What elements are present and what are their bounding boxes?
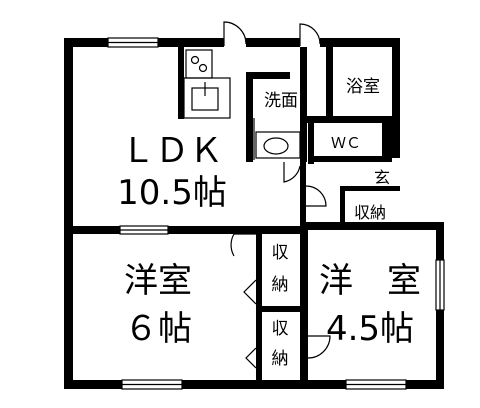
stove-burner-icon xyxy=(190,55,200,65)
washbasin-counter xyxy=(255,131,301,159)
ldk-room-name: ＬＤＫ xyxy=(121,131,223,171)
wall-entrance-left xyxy=(300,162,306,222)
door-ldk-top xyxy=(223,21,247,46)
entrance-label: 玄 xyxy=(374,168,390,187)
stove-burner-icon xyxy=(198,63,208,73)
wall-closet-top xyxy=(340,186,400,191)
western-right-size: 4.5帖 xyxy=(326,309,414,349)
bathroom-label: 浴室 xyxy=(346,77,380,97)
toilet-label: ＷＣ xyxy=(331,134,361,152)
wall-kitchen-side xyxy=(178,47,184,119)
wall-wash-right xyxy=(300,47,307,162)
wall-left xyxy=(64,38,73,388)
kitchen-counter xyxy=(183,77,231,119)
windows xyxy=(107,37,445,390)
wall-bath-left xyxy=(326,47,333,117)
stove xyxy=(185,49,213,79)
wall-bath-bottom xyxy=(300,116,400,123)
door-storage-upper xyxy=(243,279,257,305)
storage-lower-label-1: 収 xyxy=(272,319,289,339)
door-ldk-side xyxy=(283,162,301,183)
western-left-name: 洋室 xyxy=(124,261,192,301)
wall-wet-top xyxy=(246,72,290,79)
wall-wc-left xyxy=(308,116,314,164)
doors xyxy=(223,21,331,369)
wall-storage-b xyxy=(256,306,300,312)
wall-closet-left xyxy=(340,186,345,226)
fixtures xyxy=(183,49,301,160)
wall-bottom xyxy=(64,380,444,389)
door-storage-lower xyxy=(245,347,257,369)
wall-center xyxy=(300,222,308,388)
wall-wet-left xyxy=(246,72,253,162)
storage-lower-label-2: 納 xyxy=(272,349,289,369)
washroom-label: 洗面 xyxy=(264,91,298,111)
storage-upper-label-2: 納 xyxy=(272,275,289,295)
wall-wc-bottom xyxy=(308,156,392,162)
door-left-room xyxy=(230,233,256,257)
western-right-name: 洋 室 xyxy=(319,261,421,301)
labels: ＬＤＫ 10.5帖 洋室 ６帖 洋 室 4.5帖 洗面 浴室 ＷＣ 玄 収納 収… xyxy=(117,77,421,369)
storage-upper-label-1: 収 xyxy=(272,243,289,263)
western-left-size: ６帖 xyxy=(124,309,192,349)
door-wash-top xyxy=(299,23,321,46)
wall-right-upper xyxy=(392,38,400,158)
wall-storage-a xyxy=(256,234,262,306)
washbasin xyxy=(263,137,289,155)
wall-top-right xyxy=(320,38,400,47)
storage-entrance-label: 収納 xyxy=(354,203,386,222)
door-right-room xyxy=(307,335,331,359)
wall-wc-right xyxy=(382,116,392,162)
wall-top-mid xyxy=(246,38,300,47)
wall-ldk-bottom xyxy=(64,226,304,234)
ldk-room-size: 10.5帖 xyxy=(117,173,227,213)
door-entrance xyxy=(305,185,327,207)
wall-right-room-top xyxy=(300,222,444,230)
wall-storage-c xyxy=(256,312,262,382)
